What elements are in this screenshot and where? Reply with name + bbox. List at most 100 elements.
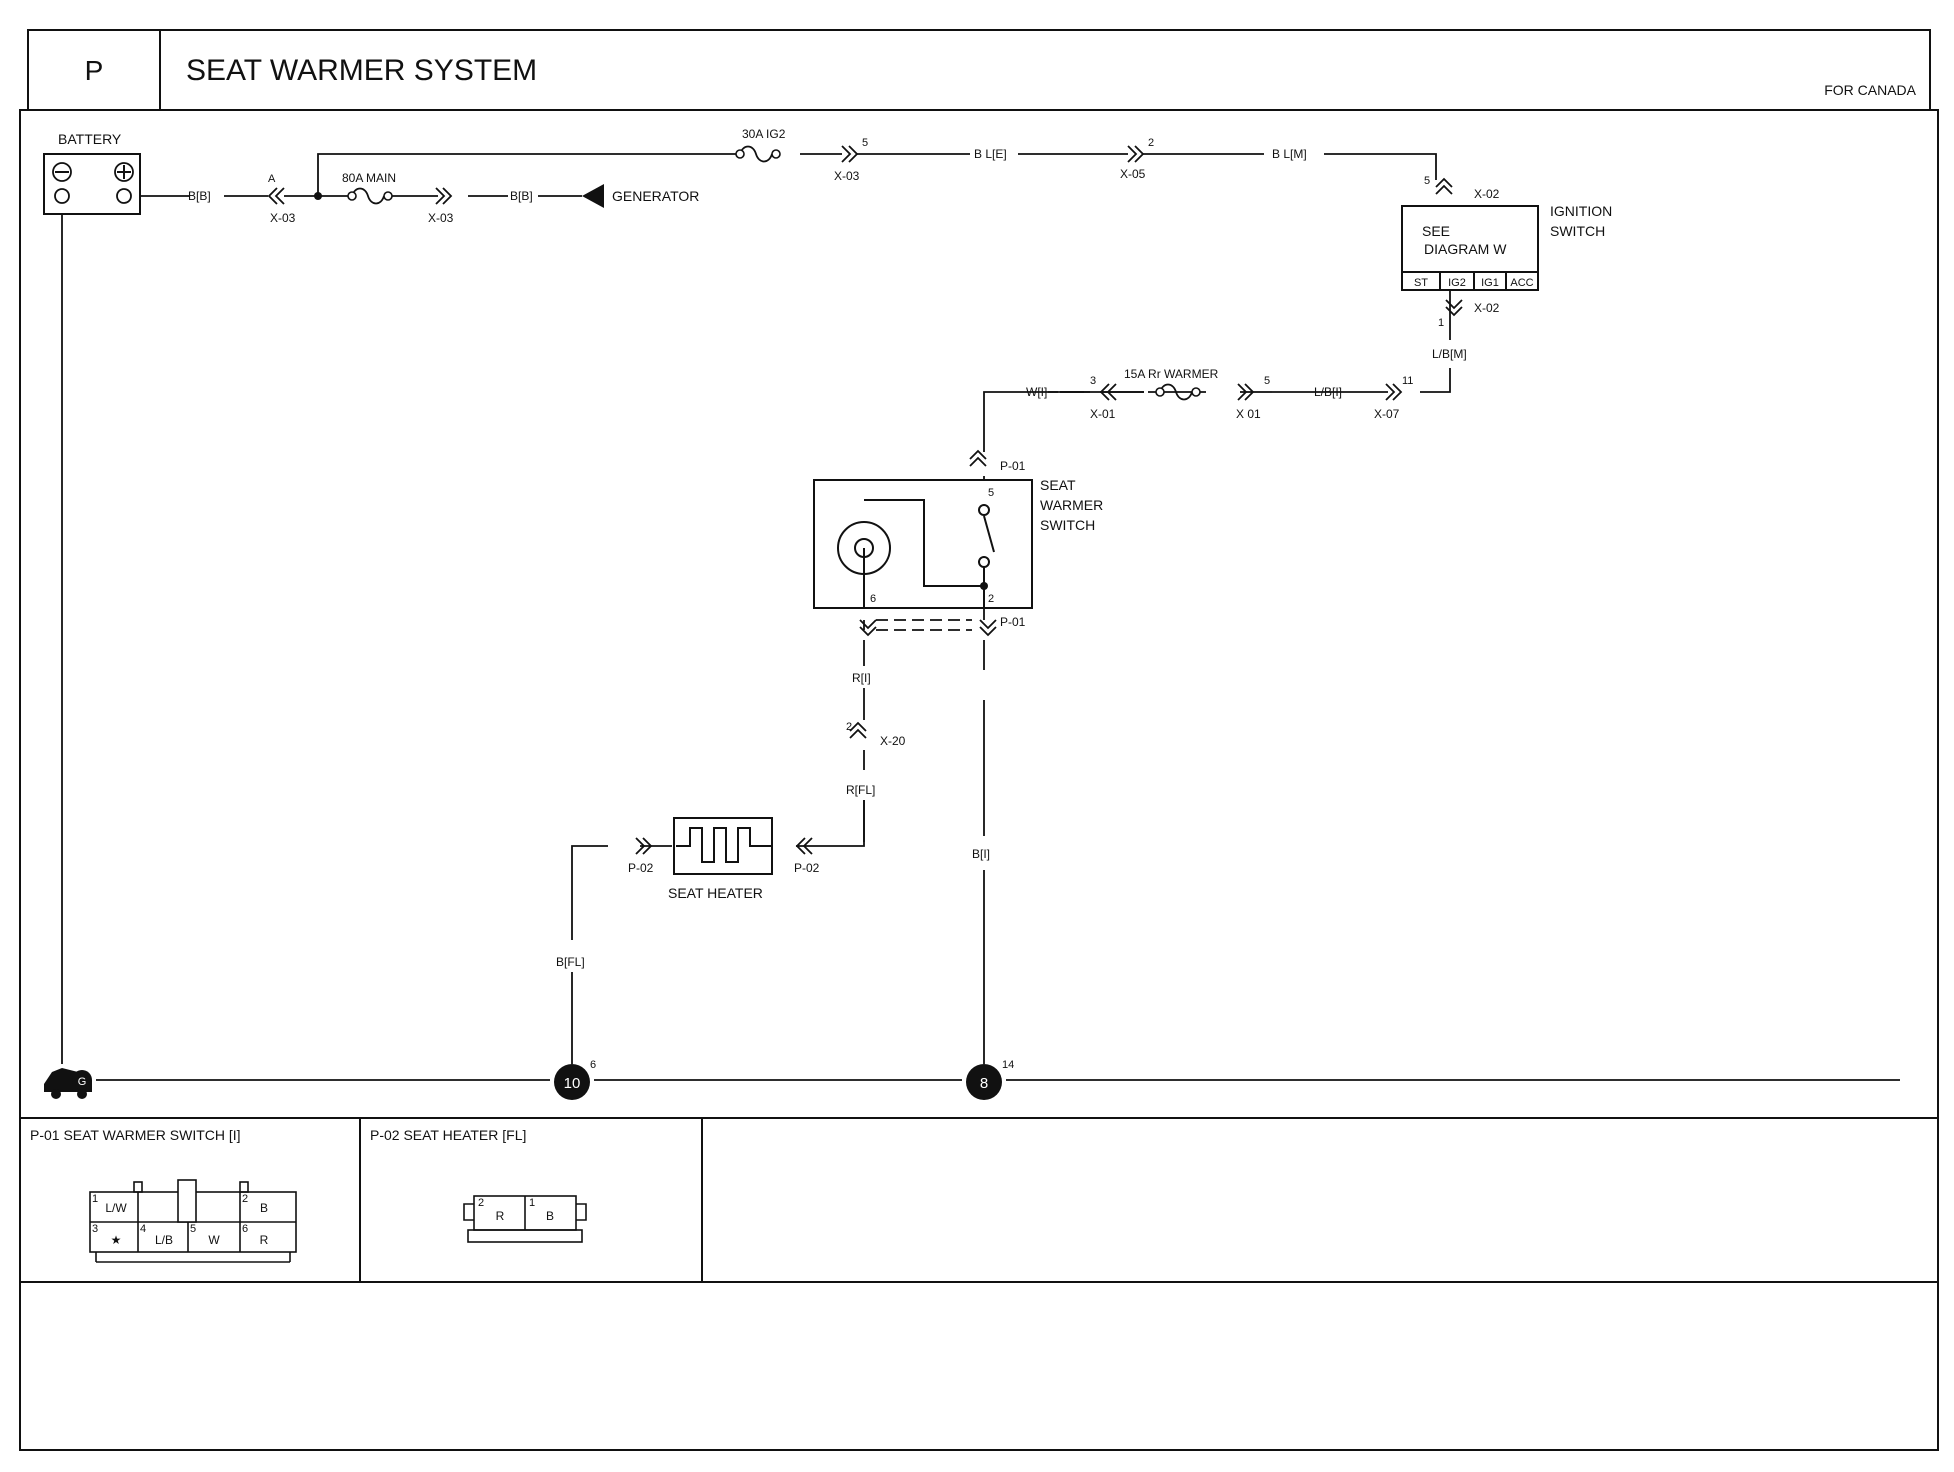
conn-x20-label: X-20 bbox=[880, 734, 906, 748]
ground-point-8-pin: 14 bbox=[1002, 1059, 1014, 1071]
wire-ig2-a: B L[E] bbox=[974, 147, 1007, 161]
seat-warmer-switch-label-3: SWITCH bbox=[1040, 517, 1095, 533]
pin-x03: 5 bbox=[862, 137, 868, 149]
p01-pin-5-num: 5 bbox=[190, 1223, 196, 1235]
page-frame bbox=[19, 29, 1939, 1451]
ign-terminal-acc: ACC bbox=[1510, 277, 1533, 289]
p01-pin-6-num: 6 bbox=[242, 1223, 248, 1235]
wires bbox=[61, 153, 1900, 1081]
pin-sw5: 5 bbox=[988, 487, 994, 499]
p01-connector-view bbox=[89, 1179, 297, 1263]
connector-p01-top bbox=[969, 450, 987, 467]
pin-x07: 11 bbox=[1402, 375, 1413, 387]
conn-p01-top-label: P-01 bbox=[1000, 459, 1026, 473]
p01-pin-1-num: 1 bbox=[92, 1193, 98, 1205]
p02-view-title: P-02 SEAT HEATER [FL] bbox=[370, 1127, 526, 1143]
ign-terminal-st: ST bbox=[1414, 277, 1428, 289]
ground-symbol-label: G bbox=[78, 1076, 87, 1088]
pin-x20: 2 bbox=[846, 721, 852, 733]
conn-p01-bot-label: P-01 bbox=[1000, 615, 1026, 629]
conn-x05-label: X-05 bbox=[1120, 167, 1146, 181]
ign-terminal-ig2: IG2 bbox=[1448, 277, 1466, 289]
p02-pin-1: B bbox=[546, 1209, 554, 1223]
p02-connector-view bbox=[463, 1195, 587, 1243]
connector-x02-top bbox=[1435, 178, 1453, 195]
connector-x03-a bbox=[268, 187, 285, 205]
p01-pin-1: L/W bbox=[105, 1201, 127, 1215]
wire-gen: B[B] bbox=[510, 189, 533, 203]
section-letter: P bbox=[85, 55, 104, 86]
seat-heater bbox=[673, 817, 773, 875]
pin-sw6: 6 bbox=[870, 593, 876, 605]
connector-x20 bbox=[849, 722, 867, 739]
conn-x07-label: X-07 bbox=[1374, 407, 1400, 421]
ground-symbol-icon bbox=[44, 1068, 92, 1099]
seat-heater-label: SEAT HEATER bbox=[668, 885, 763, 901]
p02-pin-1-num: 1 bbox=[529, 1197, 535, 1209]
fuse-80a-label: 80A MAIN bbox=[342, 171, 396, 185]
connector-p01-bot-left bbox=[859, 619, 877, 636]
wire-warmer-in: L/B[I] bbox=[1314, 385, 1342, 399]
ground-point-10 bbox=[554, 1064, 590, 1100]
p01-pin-4: L/B bbox=[155, 1233, 173, 1247]
wire-heater-top: R[I] bbox=[852, 671, 871, 685]
connector-p01-bot-right bbox=[979, 619, 997, 636]
conn-x02-bot-label: X-02 bbox=[1474, 301, 1500, 315]
connector-x05 bbox=[1127, 145, 1144, 163]
fuse-80a-main bbox=[347, 187, 393, 205]
pin-a: A bbox=[268, 173, 276, 185]
p02-pin-2-num: 2 bbox=[478, 1197, 484, 1209]
ground-point-8-number: 8 bbox=[980, 1075, 988, 1092]
wire-heater-gnd: B[FL] bbox=[556, 955, 585, 969]
ign-terminal-ig1: IG1 bbox=[1481, 277, 1499, 289]
battery bbox=[43, 153, 141, 215]
see-line1: SEE bbox=[1422, 223, 1450, 239]
connector-x03-c bbox=[841, 145, 858, 163]
pin-x05: 2 bbox=[1148, 137, 1154, 149]
wire-switch-gnd: B[I] bbox=[972, 847, 990, 861]
ignition-switch-label-2: SWITCH bbox=[1550, 223, 1605, 239]
conn-x03-b-label: X-03 bbox=[428, 211, 454, 225]
p02-pin-2: R bbox=[496, 1209, 505, 1223]
ignition-switch-label-1: IGNITION bbox=[1550, 203, 1612, 219]
splice-dot bbox=[314, 192, 322, 200]
page-title: SEAT WARMER SYSTEM bbox=[186, 54, 537, 87]
wire-warmer-out: W[I] bbox=[1026, 385, 1047, 399]
seat-warmer-switch-label-1: SEAT bbox=[1040, 477, 1076, 493]
wire-ig2-b: B L[M] bbox=[1272, 147, 1307, 161]
p01-pin-3: ★ bbox=[111, 1233, 122, 1247]
conn-x03-c-label: X-03 bbox=[834, 169, 860, 183]
connector-x02-bot bbox=[1445, 299, 1463, 316]
conn-p02-left-label: P-02 bbox=[628, 861, 654, 875]
conn-x01-b-label: X 01 bbox=[1236, 407, 1261, 421]
p01-pin-4-num: 4 bbox=[140, 1223, 146, 1235]
conn-x02-top-label: X-02 bbox=[1474, 187, 1500, 201]
pin-x02-bot: 1 bbox=[1438, 317, 1444, 329]
p01-pin-5: W bbox=[208, 1233, 220, 1247]
wire-heater-mid: R[FL] bbox=[846, 783, 875, 797]
pin-x01-left: 3 bbox=[1090, 375, 1096, 387]
p01-pin-2-num: 2 bbox=[242, 1193, 248, 1205]
wire-ign-out: L/B[M] bbox=[1432, 347, 1467, 361]
wire-batt-out: B[B] bbox=[188, 189, 211, 203]
connector-x03-b bbox=[435, 187, 452, 205]
region-note: FOR CANADA bbox=[1824, 82, 1916, 98]
ignition-switch bbox=[1401, 205, 1539, 291]
connector-x07 bbox=[1385, 383, 1402, 401]
pin-sw2: 2 bbox=[988, 593, 994, 605]
p01-pin-3-num: 3 bbox=[92, 1223, 98, 1235]
conn-x03-a-label: X-03 bbox=[270, 211, 296, 225]
generator-label: GENERATOR bbox=[612, 188, 699, 204]
pin-x02-top: 5 bbox=[1424, 175, 1430, 187]
ground-point-8 bbox=[966, 1064, 1002, 1100]
ground-point-10-number: 10 bbox=[564, 1075, 581, 1092]
p01-pin-6: R bbox=[260, 1233, 269, 1247]
switch-splice-dot bbox=[980, 582, 988, 590]
battery-label: BATTERY bbox=[58, 131, 122, 147]
generator-icon bbox=[582, 184, 604, 208]
see-line2: DIAGRAM W bbox=[1424, 241, 1507, 257]
seat-warmer-switch bbox=[813, 479, 1033, 609]
pin-x01-right: 5 bbox=[1264, 375, 1270, 387]
conn-x01-a-label: X-01 bbox=[1090, 407, 1116, 421]
